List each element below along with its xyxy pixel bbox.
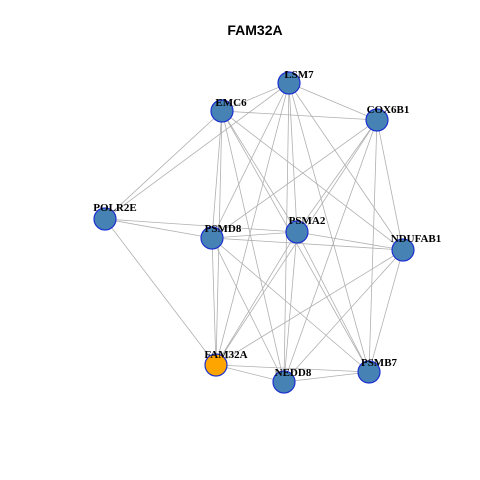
edge-psmd8-fam32a [211,237,217,366]
edge-psma2-psmb7 [296,231,370,373]
edge-emc6-psmd8 [211,110,223,239]
edge-emc6-cox6b1 [221,110,378,121]
edge-cox6b1-ndufab1 [376,119,404,251]
edge-polr2e-psma2 [104,218,298,233]
node-label-psmd8: PSMD8 [205,223,242,235]
edge-nedd8-psmb7 [283,371,370,383]
edge-fam32a-psmb7 [215,364,370,373]
node-cox6b1[interactable] [365,108,389,132]
edge-layer [104,82,404,383]
edge-lsm7-fam32a [215,82,290,366]
node-label-cox6b1: COX6B1 [367,104,410,116]
node-label-psma2: PSMA2 [289,215,326,227]
edge-polr2e-psmd8 [104,218,213,239]
node-psmb7[interactable] [357,360,381,384]
edge-fam32a-nedd8 [215,364,285,383]
edge-cox6b1-psmd8 [211,119,378,239]
edge-ndufab1-fam32a [215,249,404,366]
node-polr2e[interactable] [93,207,117,231]
edge-emc6-psma2 [221,110,298,233]
edge-emc6-ndufab1 [221,110,404,251]
edge-psmd8-psma2 [211,231,298,239]
diagram-title: FAM32A [227,22,282,38]
node-ndufab1[interactable] [391,238,415,262]
edge-lsm7-polr2e [104,82,290,220]
edge-cox6b1-psmb7 [368,119,378,373]
edge-lsm7-cox6b1 [288,82,378,121]
node-psma2[interactable] [285,220,309,244]
edge-ndufab1-psmb7 [368,249,404,373]
node-layer [93,71,415,394]
node-label-emc6: EMC6 [215,97,247,109]
edge-emc6-nedd8 [221,110,285,383]
edge-ndufab1-nedd8 [283,249,404,383]
edge-cox6b1-psma2 [296,119,378,233]
edge-psma2-nedd8 [283,231,298,383]
edge-psmd8-ndufab1 [211,237,404,251]
edge-psma2-ndufab1 [296,231,404,251]
edge-psmd8-nedd8 [211,237,285,383]
node-label-nedd8: NEDD8 [275,367,312,379]
node-psmd8[interactable] [200,226,224,250]
node-label-lsm7: LSM7 [284,69,314,81]
edge-psma2-fam32a [215,231,298,366]
node-nedd8[interactable] [272,370,296,394]
node-label-fam32a: FAM32A [204,349,247,361]
node-label-psmb7: PSMB7 [361,357,398,369]
edge-polr2e-fam32a [104,218,217,366]
node-lsm7[interactable] [277,71,301,95]
node-label-polr2e: POLR2E [93,202,136,214]
edge-cox6b1-nedd8 [283,119,378,383]
edge-emc6-polr2e [104,110,223,220]
node-label-ndufab1: NDUFAB1 [391,233,442,245]
node-fam32a[interactable] [204,353,228,377]
edge-lsm7-psmd8 [211,82,290,239]
edge-lsm7-psmb7 [288,82,370,373]
edge-lsm7-psma2 [288,82,298,233]
edge-lsm7-emc6 [221,82,290,112]
node-emc6[interactable] [210,99,234,123]
